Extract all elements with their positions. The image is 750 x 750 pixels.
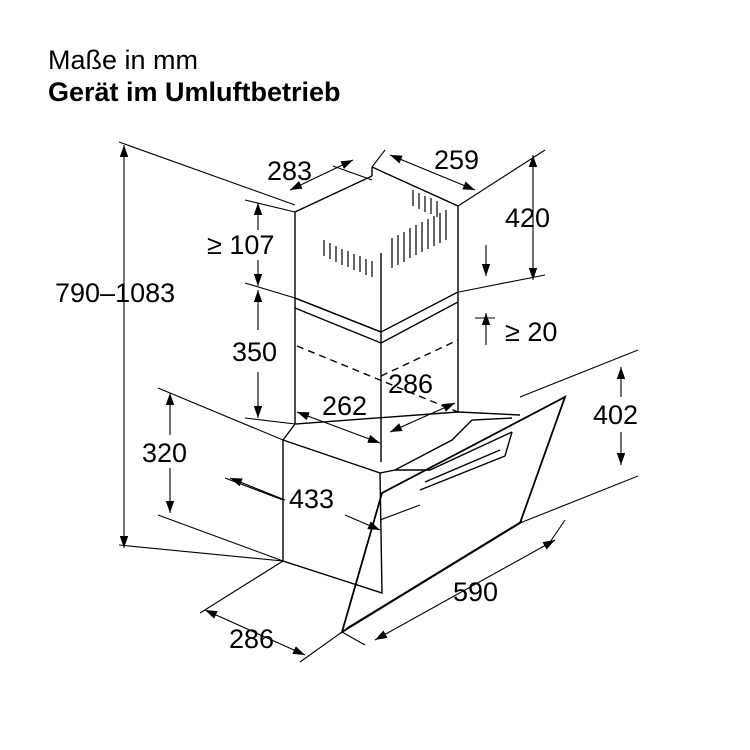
label-min-overlap: ≥ 20: [505, 317, 557, 347]
vent-slots-right: [391, 210, 447, 268]
label-base-height: 320: [142, 438, 187, 468]
units-label: Maße in mm: [48, 45, 199, 75]
dim-259-line: [389, 154, 476, 191]
dimension-lines: [118, 141, 639, 663]
label-min-top-gap: ≥ 107: [207, 230, 274, 260]
label-lower-chimney-width: 286: [388, 369, 433, 399]
hidden-edge: [296, 345, 459, 413]
label-hood-width: 590: [453, 577, 498, 607]
label-total-height: 790–1083: [55, 278, 175, 308]
hidden-edge-2: [380, 339, 459, 377]
dim-286-lower: [204, 609, 306, 656]
label-chimney-depth: 283: [267, 156, 312, 186]
label-chimney-top-height: 420: [505, 203, 550, 233]
dim-262-line: [296, 411, 381, 444]
dim-590-line: [374, 539, 556, 641]
lower-chimney: [294, 292, 459, 462]
label-inner-chimney-height: 350: [232, 337, 277, 367]
vent-slots-back: [412, 190, 438, 217]
label-chimney-width: 259: [434, 145, 479, 175]
dim-433-right: [344, 514, 381, 531]
dim-286-upper: [389, 402, 456, 433]
extension-lines: [118, 141, 639, 663]
dim-433-left: [229, 477, 286, 501]
vent-slots-left: [323, 240, 373, 277]
label-hood-depth: 286: [229, 624, 274, 654]
label-glass-height: 402: [593, 400, 638, 430]
label-body-depth: 433: [289, 484, 334, 514]
dimension-labels: 283 259 420 ≥ 107 350 ≥ 20 790–1083 286 …: [55, 145, 638, 654]
label-lower-chimney-depth: 262: [322, 391, 367, 421]
operating-mode-heading: Gerät im Umluftbetrieb: [48, 77, 341, 107]
dim-283-line: [289, 159, 354, 191]
